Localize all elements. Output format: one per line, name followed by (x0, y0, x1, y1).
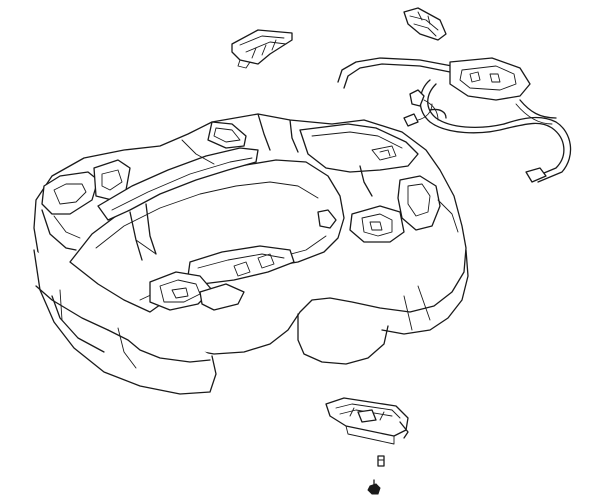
chassis-body (33, 113, 469, 395)
top-right-clip (403, 7, 447, 41)
bottom-bracket (325, 397, 409, 445)
screw (367, 479, 381, 495)
pin (377, 455, 385, 467)
wire-harness-frame (337, 57, 572, 183)
upper-left-clip (231, 29, 293, 69)
